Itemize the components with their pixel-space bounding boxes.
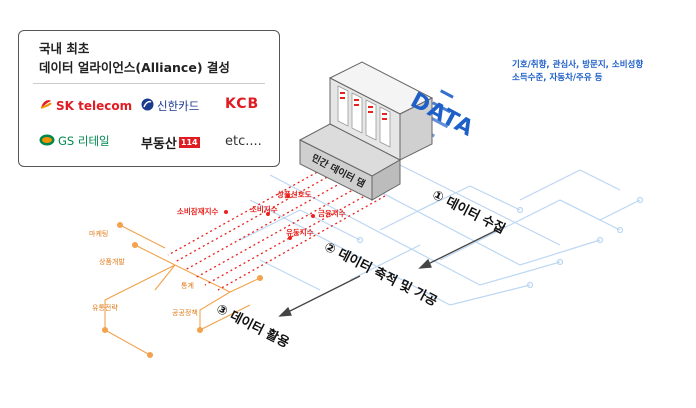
label-mobility-index: 유동지수: [286, 228, 314, 237]
budongsan-114-badge: 114: [178, 137, 200, 148]
label-distribution-strategy: 유통전략: [92, 304, 118, 312]
gs-emblem-icon: [39, 134, 55, 149]
alliance-title-line1: 국내 최초: [39, 41, 90, 56]
label-consumption-index: 소비지수: [250, 205, 278, 214]
label-consumption-potential-index: 소비잠재지수: [177, 207, 219, 216]
alliance-title: 국내 최초 데이터 얼라이언스(Alliance) 결성: [39, 39, 230, 77]
kcb-logo: KCB: [225, 96, 259, 112]
shinhan-card-logo: 신한카드: [141, 98, 199, 114]
kcb-text: KCB: [225, 96, 260, 112]
data-description-line1: 기호/취향, 관심사, 방문지, 소비성향: [512, 60, 644, 70]
process-arrows: [278, 225, 506, 317]
label-product-preference: 상품선호도: [277, 190, 312, 199]
data-dam-building: [298, 61, 434, 201]
label-product-development: 상품개발: [99, 258, 125, 266]
orange-tree: [101, 221, 264, 359]
budongsan-114-logo: 부동산 114: [141, 133, 200, 152]
alliance-card: 국내 최초 데이터 얼라이언스(Alliance) 결성 SK telecom …: [18, 30, 280, 167]
label-finance-index: 금융지수: [318, 209, 346, 218]
label-public-policy: 공공정책: [172, 309, 198, 317]
data-description-line2: 소득수준, 자동차/주유 등: [512, 73, 603, 83]
shinhan-card-text: 신한카드: [157, 99, 200, 113]
budongsan-text: 부동산: [141, 137, 177, 152]
card-divider: [33, 83, 265, 84]
data-description: 기호/취향, 관심사, 방문지, 소비성향 소득수준, 자동차/주유 등: [512, 59, 643, 85]
etc-label: etc....: [225, 134, 262, 149]
gs-retail-text: GS 리테일: [58, 134, 110, 148]
sk-telecom-text: SK telecom: [56, 98, 133, 113]
red-data-streams: [167, 164, 386, 291]
shinhan-emblem-icon: [141, 98, 154, 114]
sk-butterfly-icon: [39, 97, 53, 114]
gs-retail-logo: GS 리테일: [39, 133, 110, 149]
alliance-title-line2: 데이터 얼라이언스(Alliance) 결성: [39, 60, 230, 75]
label-marketing: 마케팅: [89, 230, 109, 238]
sk-telecom-logo: SK telecom: [39, 97, 132, 114]
label-statistics: 통계: [181, 282, 194, 290]
etc-text: etc....: [225, 134, 262, 149]
